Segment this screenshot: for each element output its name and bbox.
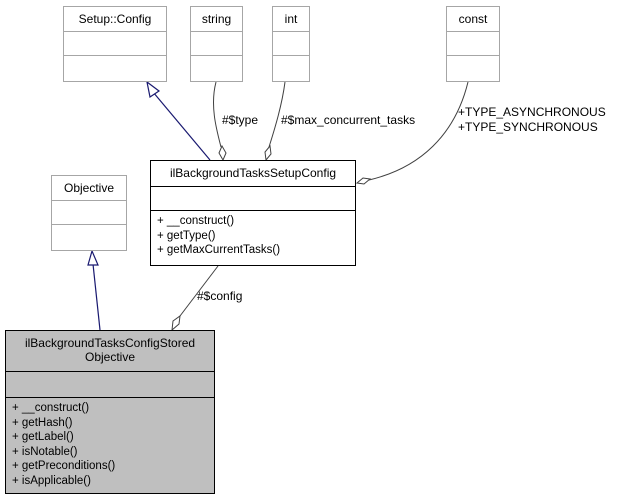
association-config-edge xyxy=(171,265,219,332)
class-il-background-tasks-setup-config[interactable]: ilBackgroundTasksSetupConfig + __constru… xyxy=(150,160,356,266)
association-max-tasks-edge xyxy=(264,81,286,162)
edge-label-type-synchronous: +TYPE_SYNCHRONOUS xyxy=(458,120,598,134)
operations-section: + __construct() + getHash() + getLabel()… xyxy=(6,397,214,493)
operations-section: + __construct() + getType() + getMaxCurr… xyxy=(151,210,355,265)
class-name: ilBackgroundTasksConfigStored Objective xyxy=(6,331,214,371)
class-name: const xyxy=(458,12,488,26)
class-name-line-2: Objective xyxy=(84,350,136,364)
operation-item: + isNotable() xyxy=(12,445,78,458)
operations-section xyxy=(447,55,499,81)
attributes-section xyxy=(273,31,309,55)
class-objective[interactable]: Objective xyxy=(51,175,127,251)
attributes-section xyxy=(191,31,242,55)
operation-item: + getLabel() xyxy=(12,431,74,443)
operation-item: + __construct() xyxy=(157,215,235,227)
operations-section xyxy=(273,55,309,81)
attributes-section xyxy=(52,200,126,224)
operations-section xyxy=(52,224,126,250)
operation-item: + getPreconditions() xyxy=(12,460,116,472)
operation-item: + getHash() xyxy=(12,416,73,429)
class-name-line-1: ilBackgroundTasksConfigStored xyxy=(24,336,196,350)
class-name: Objective xyxy=(63,181,115,195)
class-name: string xyxy=(201,12,232,26)
association-const-edge xyxy=(355,81,469,185)
class-setup-config[interactable]: Setup::Config xyxy=(63,6,167,82)
operation-item: + getType() xyxy=(157,229,216,242)
class-const[interactable]: const xyxy=(446,6,500,82)
attributes-section xyxy=(447,31,499,55)
class-name: Setup::Config xyxy=(78,12,152,26)
attributes-section xyxy=(151,186,355,210)
edge-label-type-asynchronous: +TYPE_ASYNCHRONOUS xyxy=(458,105,606,119)
edge-label-config: #$config xyxy=(197,289,243,303)
class-int[interactable]: int xyxy=(272,6,310,82)
operation-item: + __construct() xyxy=(12,402,90,414)
class-name: ilBackgroundTasksSetupConfig xyxy=(169,166,337,180)
operation-item: + getMaxCurrentTasks() xyxy=(157,244,281,256)
operations-section xyxy=(64,55,166,81)
operation-item: + isApplicable() xyxy=(12,474,91,487)
class-name: int xyxy=(284,12,298,26)
inheritance-objective-edge xyxy=(87,249,101,331)
edge-label-max-concurrent-tasks: #$max_concurrent_tasks xyxy=(281,113,416,127)
association-type-edge xyxy=(213,81,227,162)
attributes-section xyxy=(64,31,166,55)
edge-label-type: #$type xyxy=(222,113,259,127)
operations-section xyxy=(191,55,242,81)
class-il-background-tasks-config-stored-objective[interactable]: ilBackgroundTasksConfigStored Objective … xyxy=(5,330,215,494)
inheritance-setupconfig-edge xyxy=(146,80,211,161)
attributes-section xyxy=(6,371,214,397)
class-string[interactable]: string xyxy=(190,6,243,82)
